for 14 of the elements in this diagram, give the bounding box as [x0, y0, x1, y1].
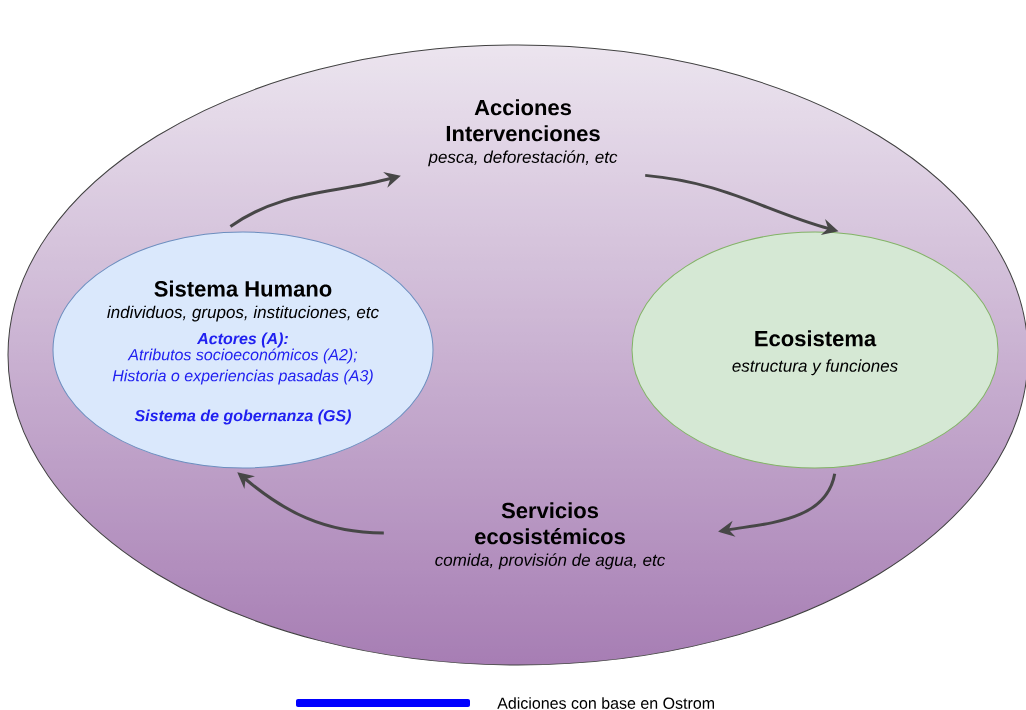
- node-heading: Ecosistema: [755, 330, 877, 347]
- node-subtitle: pesca, deforestación, etc: [428, 150, 618, 167]
- node-subtitle: comida, provisión de agua, etc: [435, 553, 666, 570]
- node-heading: Servicios ecosistémicos: [475, 502, 625, 545]
- node-text: Atributos socioeconómicos (A2); Historia o experiencias pasadas (A3): [112, 348, 373, 385]
- ellipse-node: [631, 231, 999, 469]
- node-heading: Sistema Humano: [154, 280, 332, 297]
- legend-label: Adiciones con base en Ostrom: [497, 697, 714, 709]
- ellipse-node: [52, 231, 434, 469]
- node-heading: Acciones Intervenciones: [446, 99, 600, 142]
- node-subtitle: estructura y funciones: [732, 359, 898, 376]
- node-subheading: Sistema de gobernanza (GS): [134, 409, 351, 425]
- node-subheading: Actores (A):: [196, 332, 288, 348]
- node-subtitle: individuos, grupos, instituciones, etc: [107, 305, 379, 322]
